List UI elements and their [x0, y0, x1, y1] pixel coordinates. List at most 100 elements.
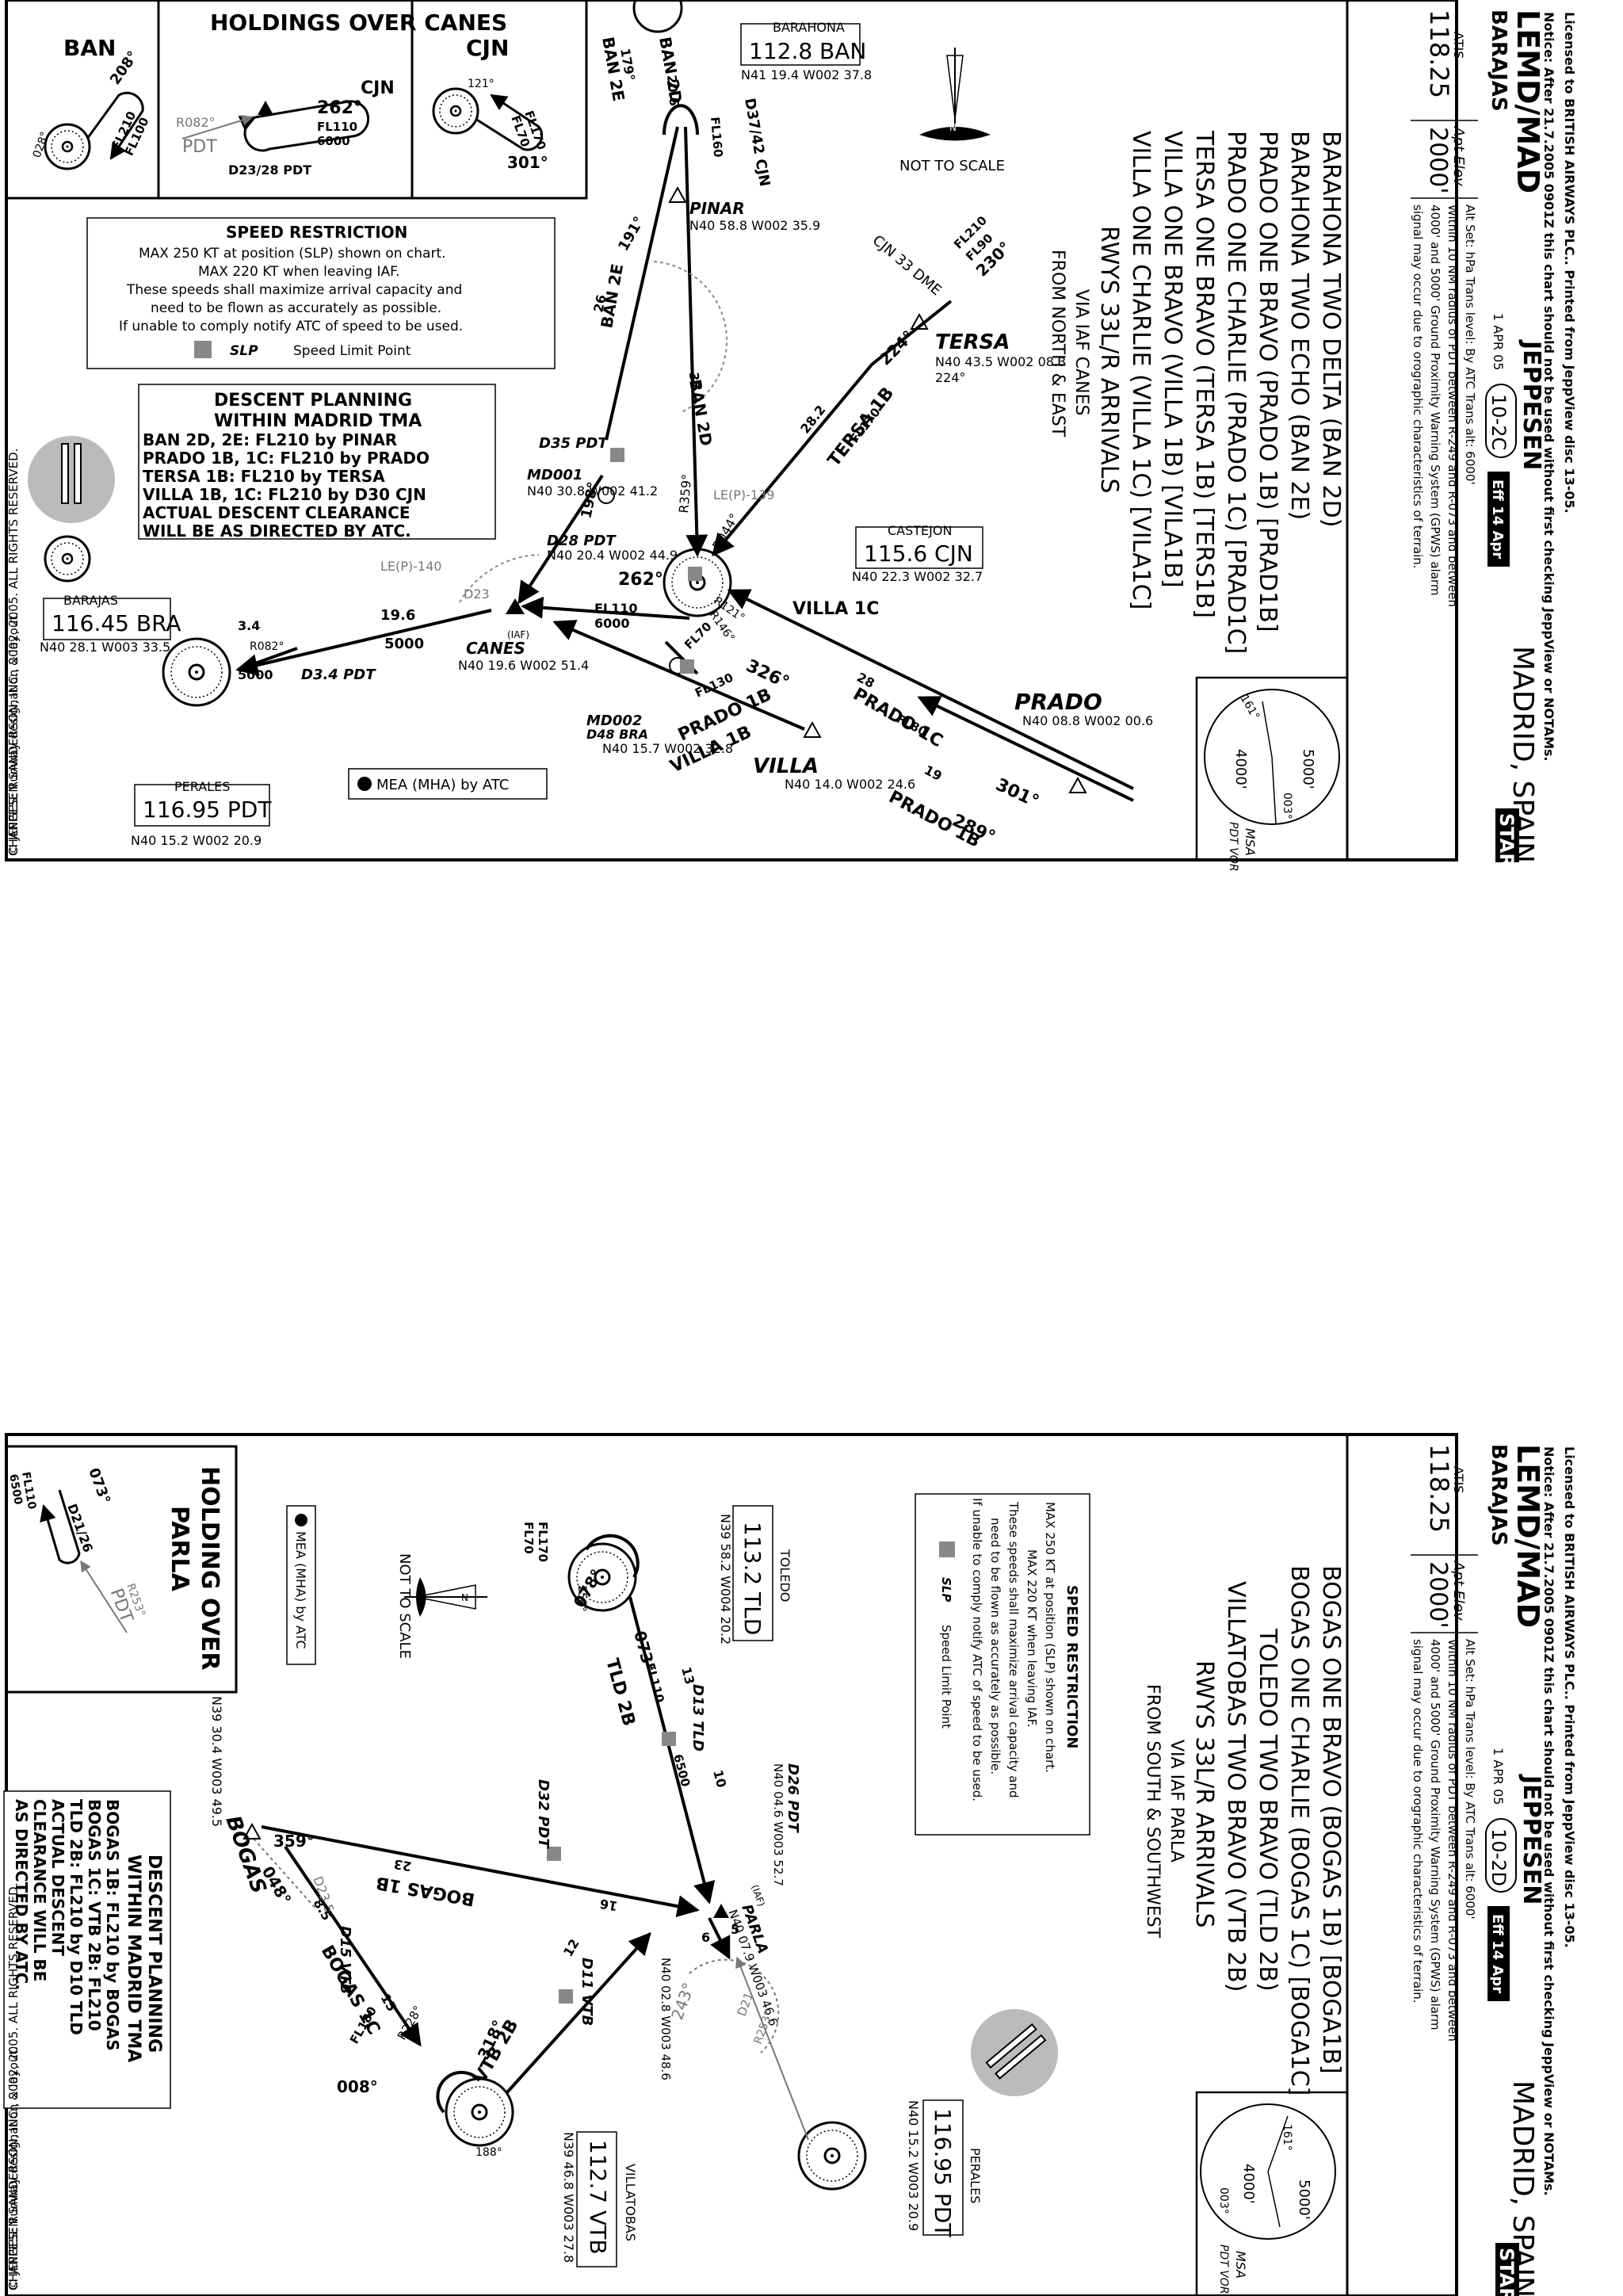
dme-d11: D11 VTB [579, 1958, 595, 2026]
msa-box: 5000' 4000' 161° 003° MSA PDT VOR [1195, 676, 1349, 872]
descent-line: BOGAS 1C: VTB 2B: FL210 [85, 1799, 104, 2031]
title-line: FROM SOUTH & SOUTHWEST [1143, 1684, 1163, 1939]
title-line: VIA IAF CANES [1071, 289, 1091, 416]
fix-name: D35 PDT [539, 435, 609, 452]
dme-d15: D15 VTB [337, 1926, 353, 1994]
fix-name: VILLA [753, 755, 819, 778]
airspace-le140: LE(P)-140 [380, 559, 441, 574]
dist-12: 12 [560, 1936, 582, 1959]
title-line: FROM NORTH & EAST [1048, 250, 1067, 437]
radial-r253: R253° [752, 2009, 776, 2046]
title-line: VIA IAF PARLA [1167, 1740, 1186, 1862]
north-label: N [461, 1592, 468, 1603]
effective-badge [1487, 472, 1510, 567]
descent-title-2: WITHIN MADRID TMA [214, 411, 422, 431]
msa-brg-b: 003° [1281, 793, 1293, 819]
slp-md002-icon [680, 659, 694, 674]
fix-iaf: (IAF) [507, 629, 529, 640]
speed-restriction-box: SPEED RESTRICTION MAX 250 KT at position… [915, 1493, 1090, 1836]
copyright-text: © JEPPESEN SANDERSON, INC., 2002, 2005. … [6, 449, 21, 856]
canes-cjn: CJN [361, 78, 395, 98]
fix-coord: N40 08.8 W002 00.6 [1022, 713, 1153, 728]
descent-line: WILL BE AS DIRECTED BY ATC. [143, 521, 411, 541]
fix-d28: D28 PDT N40 20.4 W002 44.9 [547, 533, 678, 563]
navaid-name: PERALES [968, 2148, 983, 2203]
navaid-toledo: TOLEDO 113.2 TLD N39 58.2 W004 20.2 [567, 1505, 792, 1645]
navaid-perales: PERALES 116.95 PDT N40 15.2 W002 20.9 [131, 637, 272, 848]
navaid-villatobas: VILLATOBAS 112.7 VTB N39 46.8 W003 27.8 [445, 2077, 638, 2267]
dist-37: 37 [686, 372, 703, 391]
descent-line: ACTUAL DESCENT CLEARANCE [143, 503, 410, 522]
procedure-titles: BOGAS ONE BRAVO (BOGAS 1B) [BOGA1B] BOGA… [1143, 1565, 1345, 2095]
ban-inbound: 028° [31, 130, 52, 159]
title-line: BOGAS ONE BRAVO (BOGAS 1B) [BOGA1B] [1317, 1565, 1345, 2074]
dist-23: 23 [392, 1856, 412, 1874]
cjn-holding-title: CJN [466, 35, 509, 61]
mea-note: MEA (MHA) by ATC [348, 768, 548, 800]
leg-fl110: FL110 [594, 601, 638, 616]
alt-set-line-2: Within 10 NM radius of PDT between R-249… [1445, 204, 1460, 607]
navaid-freq: 116.95 PDT [143, 797, 272, 823]
navaid-name: VILLATOBAS [623, 2164, 638, 2241]
speed-title: SPEED RESTRICTION [226, 223, 407, 242]
fix-coord: N40 58.8 W002 35.9 [689, 218, 820, 233]
changes-text: CHANGES: Runway designation & layout. [6, 612, 21, 856]
dme-d21: D21 [735, 1990, 756, 2018]
fl-110: FL110 [643, 1661, 667, 1704]
fix-coord: N40 19.6 W002 51.4 [458, 658, 589, 673]
chart-number: 10-2C [1487, 394, 1510, 450]
chart-header: LEMD/MAD BARAJAS ATIS 118.25 Apt Elev 20… [1411, 10, 1545, 868]
title-line: TERSA ONE BRAVO (TERSA 1B) [TERS1B] [1190, 130, 1218, 618]
alt-set-line-4: signal may occur due to orographic chara… [1411, 1639, 1425, 2004]
holding-title-1: HOLDING OVER [196, 1466, 223, 1670]
navaid-coord: N39 58.2 W004 20.2 [718, 1514, 733, 1645]
msa-sub: PDT VOR [1227, 822, 1239, 872]
descent-line: PRADO 1B, 1C: FL210 by PRADO [143, 449, 430, 468]
slp-legend-desc: Speed Limit Point [293, 343, 411, 359]
holding-alt: 6500 [6, 1473, 25, 1506]
copyright-footer: © JEPPESEN SANDERSON, INC., 2002, 2005. … [6, 1883, 21, 2290]
descent-line: AS DIRECTED BY ATC. [12, 1799, 31, 1990]
airport-symbol-icon [28, 436, 115, 523]
chart-number-badge [1485, 1818, 1517, 1893]
descent-line: CLEARANCE WILL BE [30, 1799, 49, 1981]
speed-line: MAX 220 KT when leaving IAF. [1025, 1549, 1039, 1728]
leg-alt-5000: 5000 [384, 636, 424, 652]
icao-code: LEMD/MAD [1510, 10, 1545, 193]
dist-26: 26 [590, 293, 609, 314]
title-line: VILLA ONE CHARLIE (VILLA 1C) [VILA1C] [1127, 131, 1155, 609]
license-notice: Licensed to BRITISH AIRWAYS PLC.. Printe… [1541, 1446, 1577, 2196]
leg-alt-6000: 6000 [594, 616, 630, 631]
fl-70: FL70 [521, 1522, 536, 1554]
notice-text: Notice: After 21.7.2005 0901Z this chart… [1541, 12, 1556, 762]
elevation-value: 2000' [1424, 1561, 1452, 1629]
star-badge [1495, 2243, 1519, 2296]
speed-line: These speeds shall maximize arrival capa… [1006, 1501, 1021, 1797]
canes-bearing: 262° [317, 98, 362, 118]
fix-coord: N40 30.8 W002 41.2 [527, 483, 658, 499]
north-arrow-icon: N NOT TO SCALE [899, 48, 1005, 174]
brg-008: 008° [337, 2077, 378, 2096]
navaid-name: BARAHONA [773, 20, 845, 35]
dist-5: 5 [731, 1922, 739, 1937]
slp-legend-desc: Speed Limit Point [939, 1625, 953, 1729]
route-tld2b: TLD 2B [601, 1656, 639, 1729]
msa-label: MSA [1243, 828, 1258, 856]
license-text: Licensed to BRITISH AIRWAYS PLC.. Printe… [1562, 1446, 1577, 1948]
descent-line: BOGAS 1B: FL210 by BOGAS [103, 1799, 122, 2051]
leg-dist-196: 19.6 [380, 607, 415, 624]
navaid-name: TOLEDO [777, 1549, 792, 1602]
brg-191: 191° [615, 214, 647, 254]
slp-castejon-icon [688, 567, 702, 581]
dist-19: 19 [922, 762, 945, 784]
not-to-scale: NOT TO SCALE [396, 1553, 413, 1659]
cjn-outbound: 301° [507, 153, 548, 172]
title-line: RWYS 33L/R ARRIVALS [1190, 1660, 1218, 1928]
chart-header: LEMD/MAD BARAJAS ATIS 118.25 Apt Elev 20… [1411, 1444, 1545, 2296]
atis-label: ATIS [1451, 1466, 1466, 1493]
fix-coord: N40 04.6 W003 52.7 [771, 1763, 785, 1886]
license-notice: Licensed to BRITISH AIRWAYS PLC.. Printe… [1541, 12, 1577, 762]
ban-holding-title: BAN [63, 35, 116, 61]
procedure-titles: BARAHONA TWO DELTA (BAN 2D) BARAHONA TWO… [1048, 130, 1345, 654]
fix-coord: N40 43.5 W002 08.3 [935, 354, 1066, 369]
